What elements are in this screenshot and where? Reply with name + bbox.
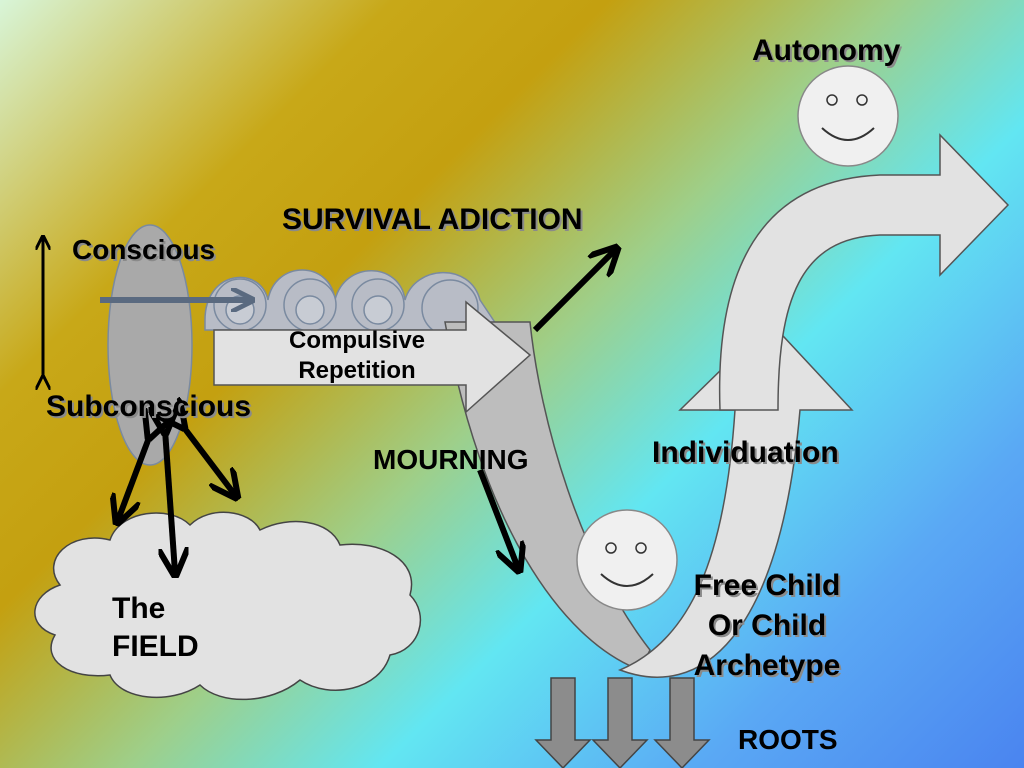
free-child-line3: Archetype bbox=[693, 649, 841, 682]
roots-label: ROOTS bbox=[738, 724, 838, 755]
autonomy-label: Autonomy bbox=[752, 34, 901, 67]
autonomy-arrow bbox=[718, 133, 1010, 411]
field-line1: The bbox=[112, 592, 166, 625]
individuation-label: Individuation bbox=[652, 436, 839, 469]
mourning-label: MOURNING bbox=[373, 444, 529, 475]
conscious-label: Conscious bbox=[72, 234, 216, 265]
free-child-line2: Or Child bbox=[707, 609, 827, 642]
survival-arrow bbox=[532, 250, 615, 333]
free-child-label: Free Child Or Child Archetype bbox=[662, 566, 872, 686]
survival-addiction-label: SURVIVAL ADICTION bbox=[282, 203, 583, 236]
subconscious-label: Subconscious bbox=[46, 390, 252, 423]
autonomy-face bbox=[797, 65, 899, 167]
compulsive-repetition-label: Compulsive Repetition bbox=[262, 326, 452, 386]
field-line2: FIELD bbox=[112, 630, 199, 663]
field-arrows bbox=[118, 425, 235, 572]
mourning-arrow bbox=[477, 468, 518, 568]
field-label: The FIELD bbox=[112, 590, 199, 666]
free-child-face bbox=[576, 509, 678, 611]
compulsive-line2: Repetition bbox=[298, 357, 416, 384]
individuation-curve bbox=[617, 320, 854, 678]
roots-arrows bbox=[534, 677, 711, 768]
compulsive-repetition-arrow bbox=[213, 300, 532, 414]
field-cloud bbox=[34, 511, 421, 701]
free-child-line1: Free Child bbox=[693, 569, 841, 602]
compulsive-line1: Compulsive bbox=[288, 327, 426, 354]
